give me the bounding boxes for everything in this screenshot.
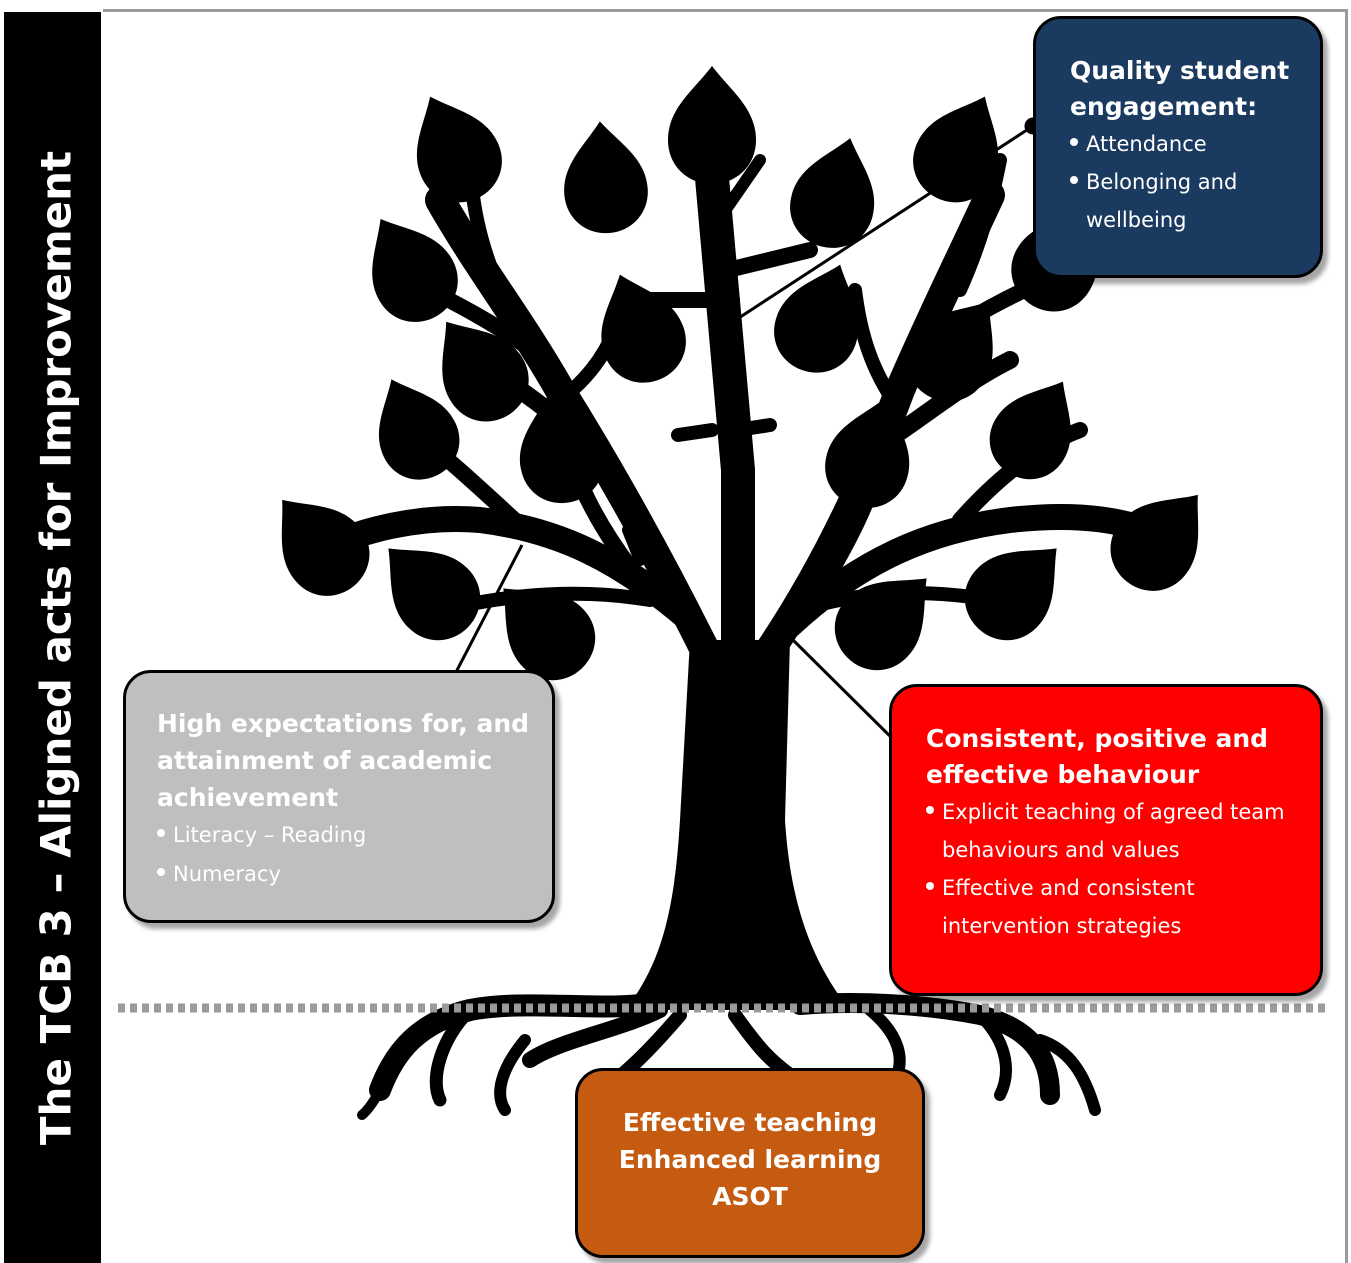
- teaching-line: Enhanced learning: [618, 1145, 882, 1174]
- teaching-card: Effective teaching Enhanced learning ASO…: [575, 1068, 925, 1258]
- trunk: [625, 640, 850, 1010]
- list-item: Belonging and wellbeing: [1070, 163, 1300, 239]
- list-item: Literacy – Reading: [157, 816, 536, 855]
- engagement-title-line: engagement:: [1070, 92, 1258, 121]
- engagement-list: Attendance Belonging and wellbeing: [1070, 125, 1300, 239]
- behaviour-card: Consistent, positive and effective behav…: [889, 684, 1323, 996]
- academic-title-line: attainment of academic: [157, 746, 493, 775]
- list-item: Effective and consistent intervention st…: [926, 869, 1304, 945]
- list-item: Explicit teaching of agreed team behavio…: [926, 793, 1304, 869]
- behaviour-title: Consistent, positive and effective behav…: [926, 721, 1304, 793]
- academic-title-line: achievement: [157, 783, 339, 812]
- academic-title: High expectations for, and attainment of…: [157, 705, 536, 816]
- engagement-title-line: Quality student: [1070, 56, 1290, 85]
- diagram-frame: [103, 9, 1348, 1263]
- academic-list: Literacy – Reading Numeracy: [157, 816, 536, 894]
- teaching-line: Effective teaching: [622, 1108, 878, 1137]
- list-item: Numeracy: [157, 855, 536, 894]
- engagement-title: Quality student engagement:: [1070, 53, 1300, 125]
- behaviour-list: Explicit teaching of agreed team behavio…: [926, 793, 1304, 945]
- academic-title-line: High expectations for, and: [157, 709, 530, 738]
- behaviour-title-line: effective behaviour: [926, 760, 1200, 789]
- list-item: Attendance: [1070, 125, 1300, 163]
- academic-card: High expectations for, and attainment of…: [123, 670, 555, 923]
- teaching-line: ASOT: [712, 1182, 788, 1211]
- engagement-card: Quality student engagement: Attendance B…: [1033, 16, 1323, 278]
- behaviour-title-line: Consistent, positive and: [926, 724, 1269, 753]
- sidebar: The TCB 3 – Aligned acts for Improvement: [4, 12, 101, 1263]
